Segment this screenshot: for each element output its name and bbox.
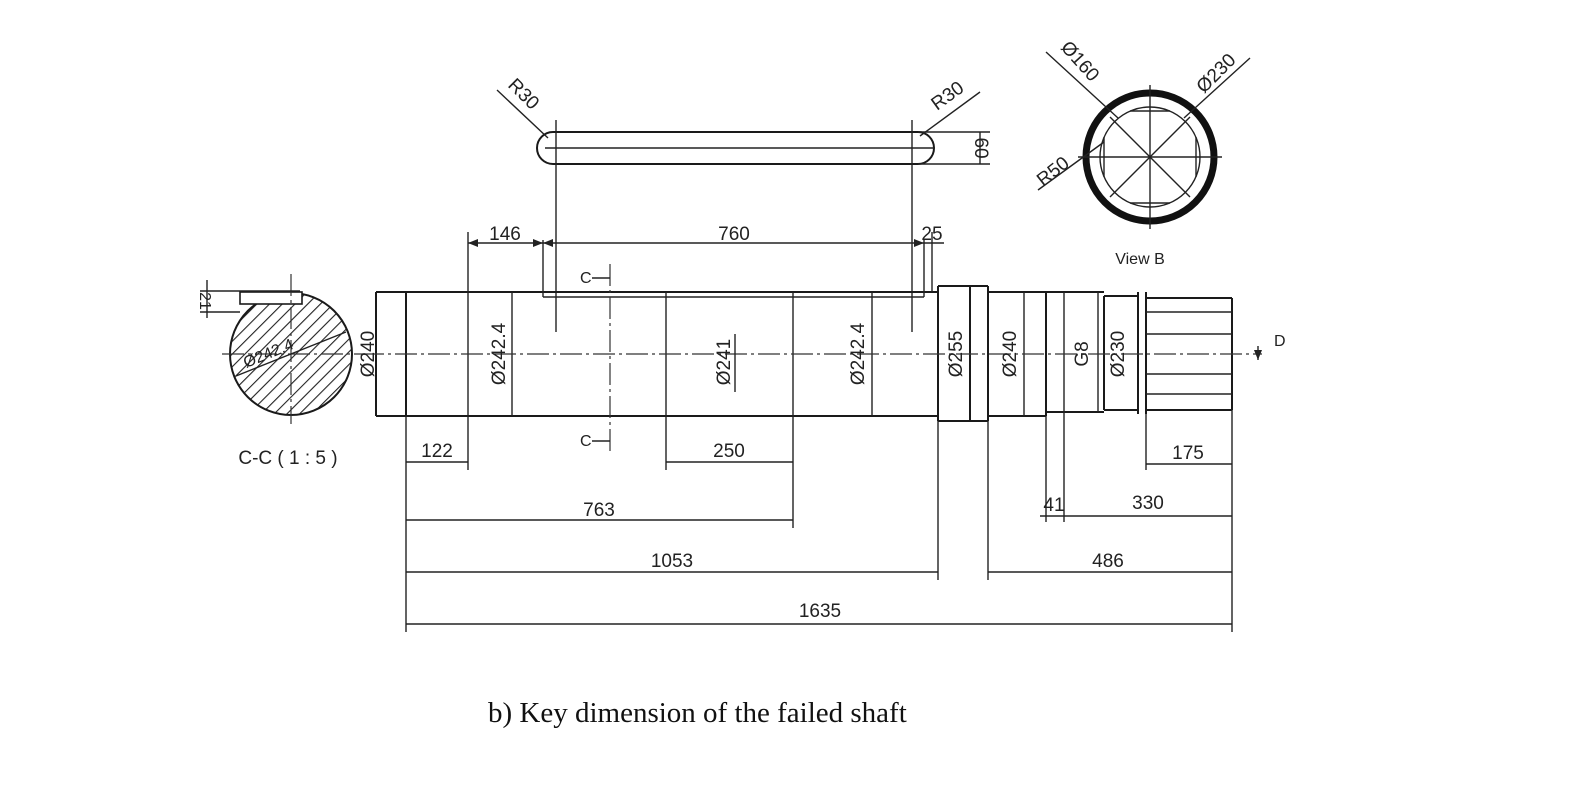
view-b-d230-leader <box>1183 57 1251 119</box>
cut-letter-top: C <box>580 270 592 287</box>
diameter-240-b: Ø240 <box>1000 331 1021 377</box>
diameter-242-a: Ø242.4 <box>489 322 510 385</box>
dim-330: 330 <box>1132 493 1164 514</box>
fit-g8: G8 <box>1072 341 1093 366</box>
section-keyway-slot <box>239 291 303 305</box>
dim-1053: 1053 <box>651 551 693 572</box>
diameter-255: Ø255 <box>946 331 967 377</box>
dim-486: 486 <box>1092 551 1124 572</box>
r30-left-label: R30 <box>503 75 542 114</box>
r30-right-leader <box>919 91 981 137</box>
section-label: C-C ( 1 : 5 ) <box>238 448 337 469</box>
view-arrow-label: D <box>1274 333 1286 350</box>
diameter-labels: Ø240 Ø242.4 Ø241 Ø242.4 Ø255 Ø240 G8 Ø23… <box>358 322 1129 392</box>
r30-right-label: R30 <box>928 78 969 115</box>
dim-41: 41 <box>1043 495 1064 516</box>
dim-1635: 1635 <box>799 601 841 622</box>
view-b-r50-leader <box>1037 141 1105 191</box>
dim-760: 760 <box>718 224 750 245</box>
section-offset-label: 21 <box>196 292 213 310</box>
view-b-label: View B <box>1115 251 1165 268</box>
view-b: Ø160 Ø230 R50 View B <box>1033 37 1251 268</box>
dim-146: 146 <box>489 224 521 245</box>
keyway-width-label: 60 <box>970 137 991 158</box>
diameter-240-a: Ø240 <box>358 331 379 377</box>
dim-250: 250 <box>713 441 745 462</box>
cut-letter-bottom: C <box>580 433 592 450</box>
top-dimensions: 146 760 25 <box>467 224 944 292</box>
diameter-242-b: Ø242.4 <box>848 322 869 385</box>
bottom-dimensions: 122 250 175 763 41 330 1053 486 1635 <box>405 410 1233 632</box>
view-b-d160-leader <box>1045 51 1119 119</box>
r30-left-leader <box>496 89 549 139</box>
view-b-r50-label: R50 <box>1033 153 1073 191</box>
view-b-d160-label: Ø160 <box>1056 37 1103 86</box>
dim-175: 175 <box>1172 443 1204 464</box>
keyway-view: 60 R30 R30 <box>496 75 991 332</box>
dim-25: 25 <box>921 224 942 245</box>
diameter-230: Ø230 <box>1108 331 1129 377</box>
dim-122: 122 <box>421 441 453 462</box>
diameter-241: Ø241 <box>714 339 735 385</box>
dim-763: 763 <box>583 500 615 521</box>
figure-caption: b) Key dimension of the failed shaft <box>488 697 907 729</box>
section-c-c: Ø242.4 21 C-C ( 1 : 5 ) <box>196 274 362 469</box>
shaft-body: C C D <box>362 240 1286 454</box>
